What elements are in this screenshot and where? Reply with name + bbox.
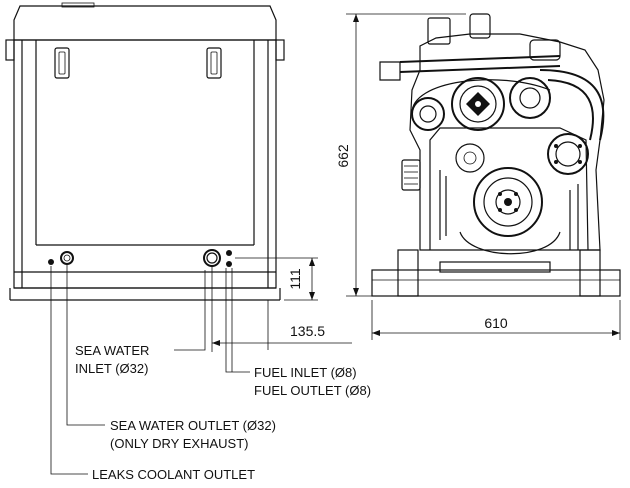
dimension-width: 610	[371, 300, 621, 340]
callout-leaks-coolant: LEAKS COOLANT OUTLET	[50, 266, 255, 482]
dimension-135-5-label: 135.5	[290, 323, 325, 339]
sea-water-pump-icon	[547, 133, 589, 175]
belt-pulley-main-icon	[451, 77, 505, 131]
sea-water-inlet-label-1: SEA WATER	[75, 343, 149, 358]
sea-water-outlet-label-2: (ONLY DRY EXHAUST)	[110, 436, 248, 451]
dimension-111-label: 111	[287, 268, 303, 289]
callout-sea-water-inlet: SEA WATER INLET (Ø32)	[75, 270, 206, 376]
dimension-662-label: 662	[335, 144, 351, 168]
callout-fuel: FUEL INLET (Ø8) FUEL OUTLET (Ø8)	[225, 268, 371, 398]
fuel-outlet-label: FUEL OUTLET (Ø8)	[254, 383, 371, 398]
sea-water-inlet-port-icon	[203, 249, 221, 267]
left-handle-icon	[54, 47, 70, 79]
dimension-outlet-height: 111	[235, 257, 318, 301]
sea-water-outlet-label-1: SEA WATER OUTLET (Ø32)	[110, 418, 276, 433]
leaks-coolant-port-icon	[48, 259, 54, 265]
belt-pulley-left-icon	[411, 97, 445, 131]
dimension-height: 662	[335, 13, 466, 297]
crankshaft-pulley-icon	[473, 167, 543, 237]
fuel-inlet-label: FUEL INLET (Ø8)	[254, 365, 357, 380]
dimension-610-label: 610	[484, 315, 508, 331]
fuel-inlet-port-icon	[226, 250, 232, 256]
callout-sea-water-outlet: SEA WATER OUTLET (Ø32) (ONLY DRY EXHAUST…	[66, 265, 276, 451]
engine-side-view	[371, 13, 621, 297]
sea-water-inlet-label-2: INLET (Ø32)	[75, 361, 148, 376]
dimension-inlet-offset: 135.5	[211, 266, 352, 352]
sea-water-outlet-port-icon	[60, 251, 74, 265]
fuel-outlet-port-icon	[226, 261, 232, 267]
belt-pulley-right-icon	[509, 77, 551, 119]
leaks-coolant-outlet-label: LEAKS COOLANT OUTLET	[92, 467, 255, 482]
right-handle-icon	[206, 47, 222, 79]
enclosure-front-view	[5, 2, 285, 301]
